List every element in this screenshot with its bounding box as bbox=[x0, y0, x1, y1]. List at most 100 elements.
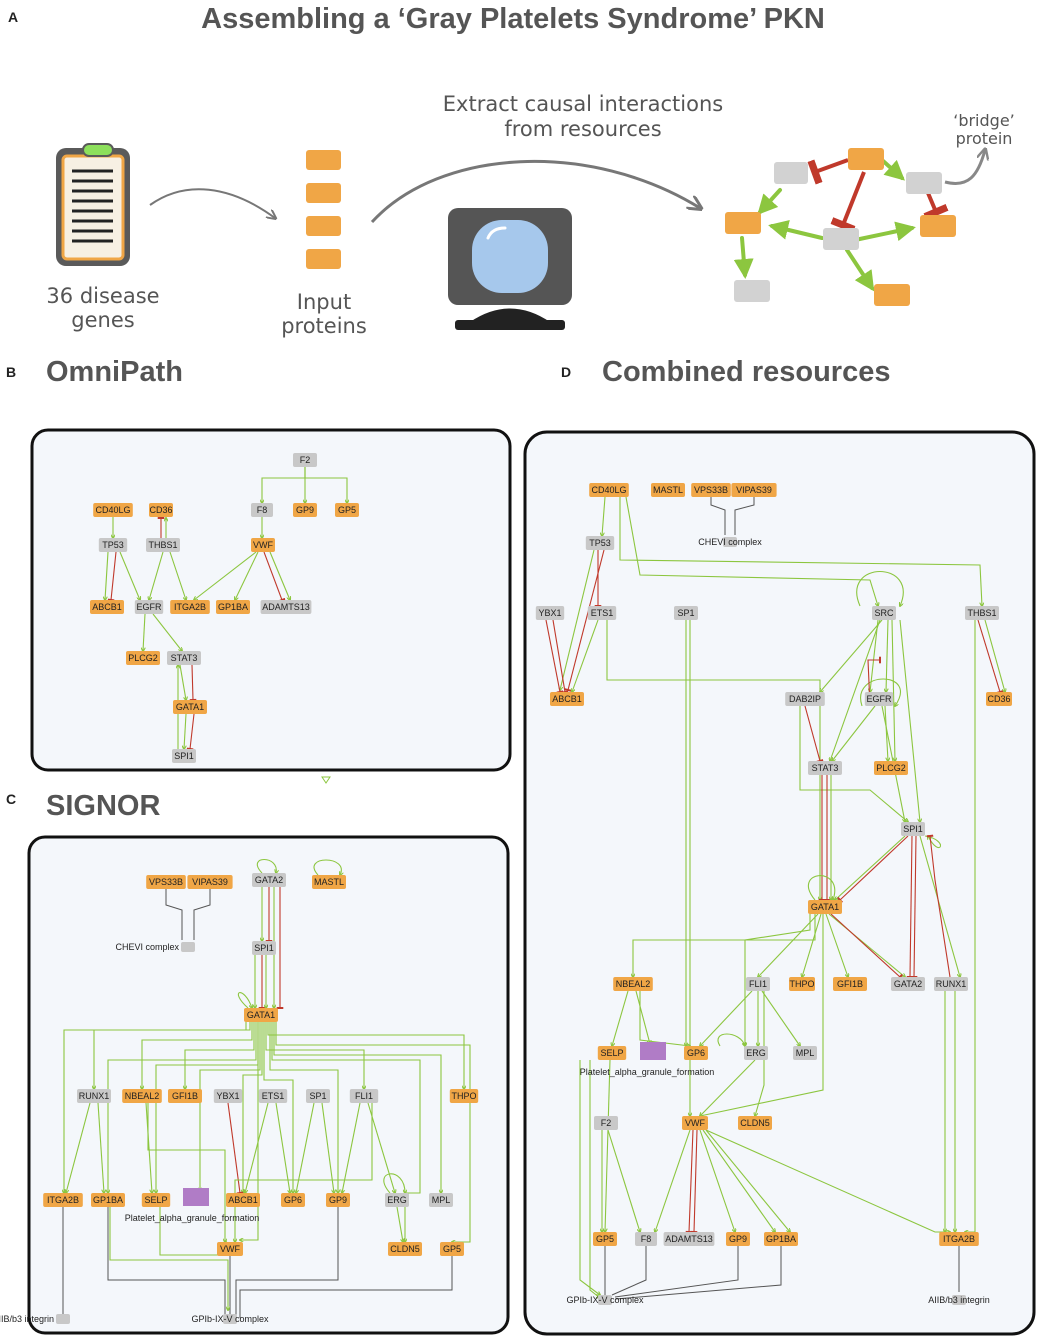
node-vps33b[interactable]: VPS33B bbox=[691, 483, 731, 497]
node-tp53[interactable]: TP53 bbox=[98, 538, 128, 552]
node-selp[interactable]: SELP bbox=[597, 1046, 627, 1060]
activation-edge bbox=[835, 835, 906, 900]
node-itga2b[interactable]: ITGA2B bbox=[170, 600, 210, 614]
node-gp5[interactable]: GP5 bbox=[440, 1242, 464, 1256]
node-nbeal2[interactable]: NBEAL2 bbox=[613, 977, 653, 991]
node-selp[interactable]: SELP bbox=[141, 1193, 171, 1207]
process-node[interactable]: Platelet_alpha_granule_formation bbox=[125, 1188, 260, 1223]
node-box bbox=[808, 900, 842, 914]
node-cd36[interactable]: CD36 bbox=[986, 692, 1012, 706]
node-runx1[interactable]: RUNX1 bbox=[77, 1089, 111, 1103]
node-vipas39[interactable]: VIPAS39 bbox=[731, 483, 777, 497]
node-gp1ba[interactable]: GP1BA bbox=[216, 600, 250, 614]
node-box bbox=[293, 453, 317, 467]
node-ybx1[interactable]: YBX1 bbox=[213, 1089, 243, 1103]
node-mastl[interactable]: MASTL bbox=[651, 483, 685, 497]
node-gata1[interactable]: GATA1 bbox=[808, 900, 842, 914]
node-thbs1[interactable]: THBS1 bbox=[965, 606, 999, 620]
node-erg[interactable]: ERG bbox=[385, 1193, 409, 1207]
node-gp5[interactable]: GP5 bbox=[593, 1232, 617, 1246]
node-abcb1[interactable]: ABCB1 bbox=[90, 600, 124, 614]
node-sp1[interactable]: SP1 bbox=[306, 1089, 330, 1103]
node-thpo[interactable]: THPO bbox=[449, 1089, 479, 1103]
node-fli1[interactable]: FLI1 bbox=[349, 1089, 379, 1103]
node-abcb1[interactable]: ABCB1 bbox=[226, 1193, 260, 1207]
node-f8[interactable]: F8 bbox=[635, 1232, 657, 1246]
node-mpl[interactable]: MPL bbox=[429, 1193, 453, 1207]
node-cd40lg[interactable]: CD40LG bbox=[589, 483, 629, 497]
node-spi1[interactable]: SPI1 bbox=[252, 941, 276, 955]
node-label: YBX1 bbox=[216, 1091, 239, 1101]
node-f2[interactable]: F2 bbox=[293, 453, 317, 467]
node-spi1[interactable]: SPI1 bbox=[172, 749, 196, 763]
node-egfr[interactable]: EGFR bbox=[864, 692, 894, 706]
node-gp1ba[interactable]: GP1BA bbox=[764, 1232, 798, 1246]
node-stat3[interactable]: STAT3 bbox=[167, 651, 201, 665]
complex-chevi-complex[interactable]: CHEVI complex bbox=[698, 537, 762, 547]
node-ybx1[interactable]: YBX1 bbox=[535, 606, 565, 620]
complex-gpib-ix-v-complex[interactable]: GPIb-IX-V complex bbox=[566, 1295, 644, 1305]
node-vwf[interactable]: VWF bbox=[251, 538, 275, 552]
node-box bbox=[167, 651, 201, 665]
node-vwf[interactable]: VWF bbox=[682, 1116, 708, 1130]
node-gp9[interactable]: GP9 bbox=[293, 503, 317, 517]
node-nbeal2[interactable]: NBEAL2 bbox=[122, 1089, 162, 1103]
node-gp9[interactable]: GP9 bbox=[326, 1193, 350, 1207]
node-mpl[interactable]: MPL bbox=[793, 1046, 817, 1060]
node-sp1[interactable]: SP1 bbox=[674, 606, 698, 620]
activation-edge bbox=[64, 1022, 247, 1193]
node-label: ITGA2B bbox=[174, 602, 206, 612]
node-egfr[interactable]: EGFR bbox=[134, 600, 164, 614]
node-vwf[interactable]: VWF bbox=[217, 1242, 243, 1256]
process-node[interactable]: Platelet_alpha_granule_formation bbox=[580, 1042, 715, 1077]
node-gata2[interactable]: GATA2 bbox=[252, 873, 286, 887]
complex-gpib-ix-v-complex[interactable]: GPIb-IX-V complex bbox=[191, 1314, 269, 1324]
node-gata1[interactable]: GATA1 bbox=[173, 700, 207, 714]
node-erg[interactable]: ERG bbox=[744, 1046, 768, 1060]
activation-edge bbox=[105, 551, 109, 600]
node-plcg2[interactable]: PLCG2 bbox=[126, 651, 160, 665]
node-gp1ba[interactable]: GP1BA bbox=[91, 1193, 125, 1207]
node-gata1[interactable]: GATA1 bbox=[244, 1008, 278, 1022]
node-gp6[interactable]: GP6 bbox=[684, 1046, 708, 1060]
complex-chevi-complex[interactable]: CHEVI complex bbox=[115, 942, 195, 952]
node-gp9[interactable]: GP9 bbox=[726, 1232, 750, 1246]
node-fli1[interactable]: FLI1 bbox=[746, 977, 770, 991]
node-f2[interactable]: F2 bbox=[594, 1116, 618, 1130]
node-thbs1[interactable]: THBS1 bbox=[146, 538, 180, 552]
node-stat3[interactable]: STAT3 bbox=[808, 761, 842, 775]
node-src[interactable]: SRC bbox=[872, 606, 896, 620]
node-f8[interactable]: F8 bbox=[251, 503, 273, 517]
node-tp53[interactable]: TP53 bbox=[585, 536, 615, 550]
node-abcb1[interactable]: ABCB1 bbox=[550, 692, 584, 706]
signor-panel bbox=[27, 835, 510, 1335]
node-vps33b[interactable]: VPS33B bbox=[146, 875, 186, 889]
activation-edge bbox=[179, 664, 186, 700]
node-dab2ip[interactable]: DAB2IP bbox=[785, 692, 825, 706]
node-itga2b[interactable]: ITGA2B bbox=[939, 1232, 979, 1246]
node-cd40lg[interactable]: CD40LG bbox=[93, 503, 133, 517]
node-gfi1b[interactable]: GFI1B bbox=[833, 977, 867, 991]
node-mastl[interactable]: MASTL bbox=[312, 875, 346, 889]
node-ets1[interactable]: ETS1 bbox=[587, 606, 617, 620]
node-vipas39[interactable]: VIPAS39 bbox=[187, 875, 233, 889]
complex-aiib-b3-integrin[interactable]: AIIB/b3 integrin bbox=[0, 1314, 70, 1324]
node-itga2b[interactable]: ITGA2B bbox=[43, 1193, 83, 1207]
node-gp6[interactable]: GP6 bbox=[281, 1193, 305, 1207]
node-cldn5[interactable]: CLDN5 bbox=[738, 1116, 772, 1130]
node-thpo[interactable]: THPO bbox=[789, 977, 815, 991]
node-spi1[interactable]: SPI1 bbox=[901, 822, 925, 836]
node-gata2[interactable]: GATA2 bbox=[891, 977, 925, 991]
node-adamts13[interactable]: ADAMTS13 bbox=[663, 1232, 715, 1246]
complex-aiib-b3-integrin[interactable]: AIIB/b3 integrin bbox=[928, 1295, 990, 1305]
node-ets1[interactable]: ETS1 bbox=[258, 1089, 288, 1103]
node-cldn5[interactable]: CLDN5 bbox=[388, 1242, 422, 1256]
node-plcg2[interactable]: PLCG2 bbox=[874, 761, 908, 775]
node-gfi1b[interactable]: GFI1B bbox=[168, 1089, 202, 1103]
node-gp5[interactable]: GP5 bbox=[335, 503, 359, 517]
node-cd36[interactable]: CD36 bbox=[149, 503, 173, 517]
activation-edge bbox=[321, 1102, 334, 1193]
node-runx1[interactable]: RUNX1 bbox=[934, 977, 968, 991]
node-adamts13[interactable]: ADAMTS13 bbox=[260, 600, 312, 614]
